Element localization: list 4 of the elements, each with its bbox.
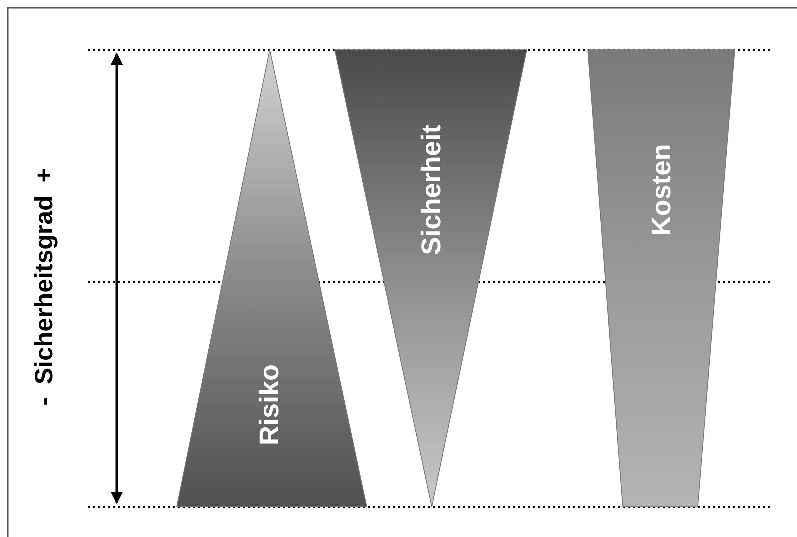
axis-label: - Sicherheitsgrad + bbox=[30, 168, 60, 406]
shape-label: Risiko bbox=[254, 364, 286, 446]
shape-label: Kosten bbox=[646, 144, 678, 236]
shape-label: Sicherheit bbox=[416, 124, 448, 256]
